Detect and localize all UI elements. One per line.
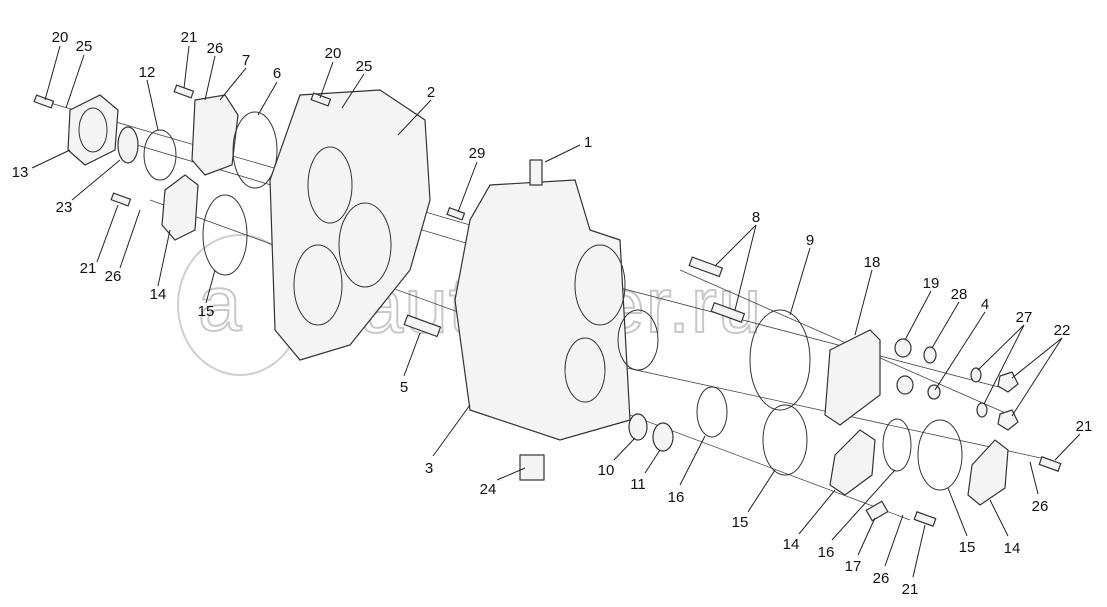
callout-25: 25 [76, 38, 93, 55]
callout-21: 21 [1076, 418, 1093, 435]
callout-19: 19 [923, 275, 940, 292]
bolt-21c [110, 192, 132, 207]
ring-10 [628, 413, 648, 441]
callout-16: 16 [818, 544, 835, 561]
callout-25: 25 [356, 58, 373, 75]
callout-3: 3 [425, 460, 433, 477]
callout-26: 26 [105, 268, 122, 285]
callout-14: 14 [783, 536, 800, 553]
bushing-19 [894, 338, 912, 358]
callout-21: 21 [80, 260, 97, 277]
cover-7 [191, 94, 239, 176]
callout-16: 16 [668, 489, 685, 506]
cover-14c [967, 439, 1009, 506]
callout-29: 29 [469, 145, 486, 162]
callout-7: 7 [242, 52, 250, 69]
gasket-15 [202, 194, 248, 276]
callout-23: 23 [56, 199, 73, 216]
gasket-15c [917, 419, 963, 491]
callout-9: 9 [806, 232, 814, 249]
callout-14: 14 [1004, 540, 1021, 557]
callout-22: 22 [1054, 322, 1071, 339]
callout-15: 15 [959, 539, 976, 556]
cover-14 [161, 174, 199, 241]
plug-24 [519, 454, 545, 481]
ring-16b [882, 418, 912, 472]
pin-5 [403, 314, 442, 338]
callout-17: 17 [845, 558, 862, 575]
cover-18 [824, 329, 881, 426]
bolt-20 [33, 94, 55, 109]
callout-10: 10 [598, 462, 615, 479]
callout-26: 26 [207, 40, 224, 57]
callout-15: 15 [198, 303, 215, 320]
bolt-21 [913, 511, 937, 527]
callout-18: 18 [864, 254, 881, 271]
watermark-logo-letter: a [198, 259, 242, 347]
callout-12: 12 [139, 64, 156, 81]
bolt-21b [1038, 456, 1062, 472]
washer-28 [923, 346, 937, 364]
callout-24: 24 [480, 481, 497, 498]
gasket-6 [232, 111, 278, 189]
callout-15: 15 [732, 514, 749, 531]
washer-4 [927, 384, 941, 400]
bolt-20b [310, 92, 332, 107]
callout-11: 11 [630, 476, 646, 493]
gasket-9 [749, 309, 811, 411]
gasket-12 [143, 129, 177, 181]
callout-26: 26 [1032, 498, 1049, 515]
callout-21: 21 [181, 29, 198, 46]
callout-20: 20 [52, 29, 69, 46]
cover-14b [829, 429, 876, 496]
callout-21: 21 [902, 581, 919, 598]
gasket-15b [762, 404, 808, 476]
callout-14: 14 [150, 286, 167, 303]
callout-1: 1 [584, 134, 592, 151]
ring-16 [696, 386, 728, 438]
seal-11 [652, 422, 674, 452]
callout-labels: 20 25 21 26 7 6 20 25 2 12 13 23 21 26 1… [12, 29, 1093, 598]
breather-1 [529, 159, 543, 186]
pin-8a [688, 256, 724, 278]
bolt-21a [173, 84, 195, 99]
housing-cover-2 [269, 89, 431, 361]
seal-23 [117, 126, 139, 164]
callout-26: 26 [873, 570, 890, 587]
pin-8b [710, 301, 746, 323]
callout-5: 5 [400, 379, 408, 396]
pin-29 [446, 207, 466, 221]
callout-8: 8 [752, 209, 760, 226]
callout-27: 27 [1016, 309, 1033, 326]
callout-28: 28 [951, 286, 968, 303]
callout-4: 4 [981, 296, 989, 313]
washer-27 [970, 367, 982, 383]
callout-20: 20 [325, 45, 342, 62]
flange-13 [67, 94, 119, 166]
callout-6: 6 [273, 65, 281, 82]
plate-17 [865, 500, 889, 522]
callout-13: 13 [12, 164, 29, 181]
housing-3 [454, 179, 631, 441]
callout-2: 2 [427, 84, 435, 101]
parts [33, 84, 1062, 527]
leader-lines [31, 45, 1081, 578]
